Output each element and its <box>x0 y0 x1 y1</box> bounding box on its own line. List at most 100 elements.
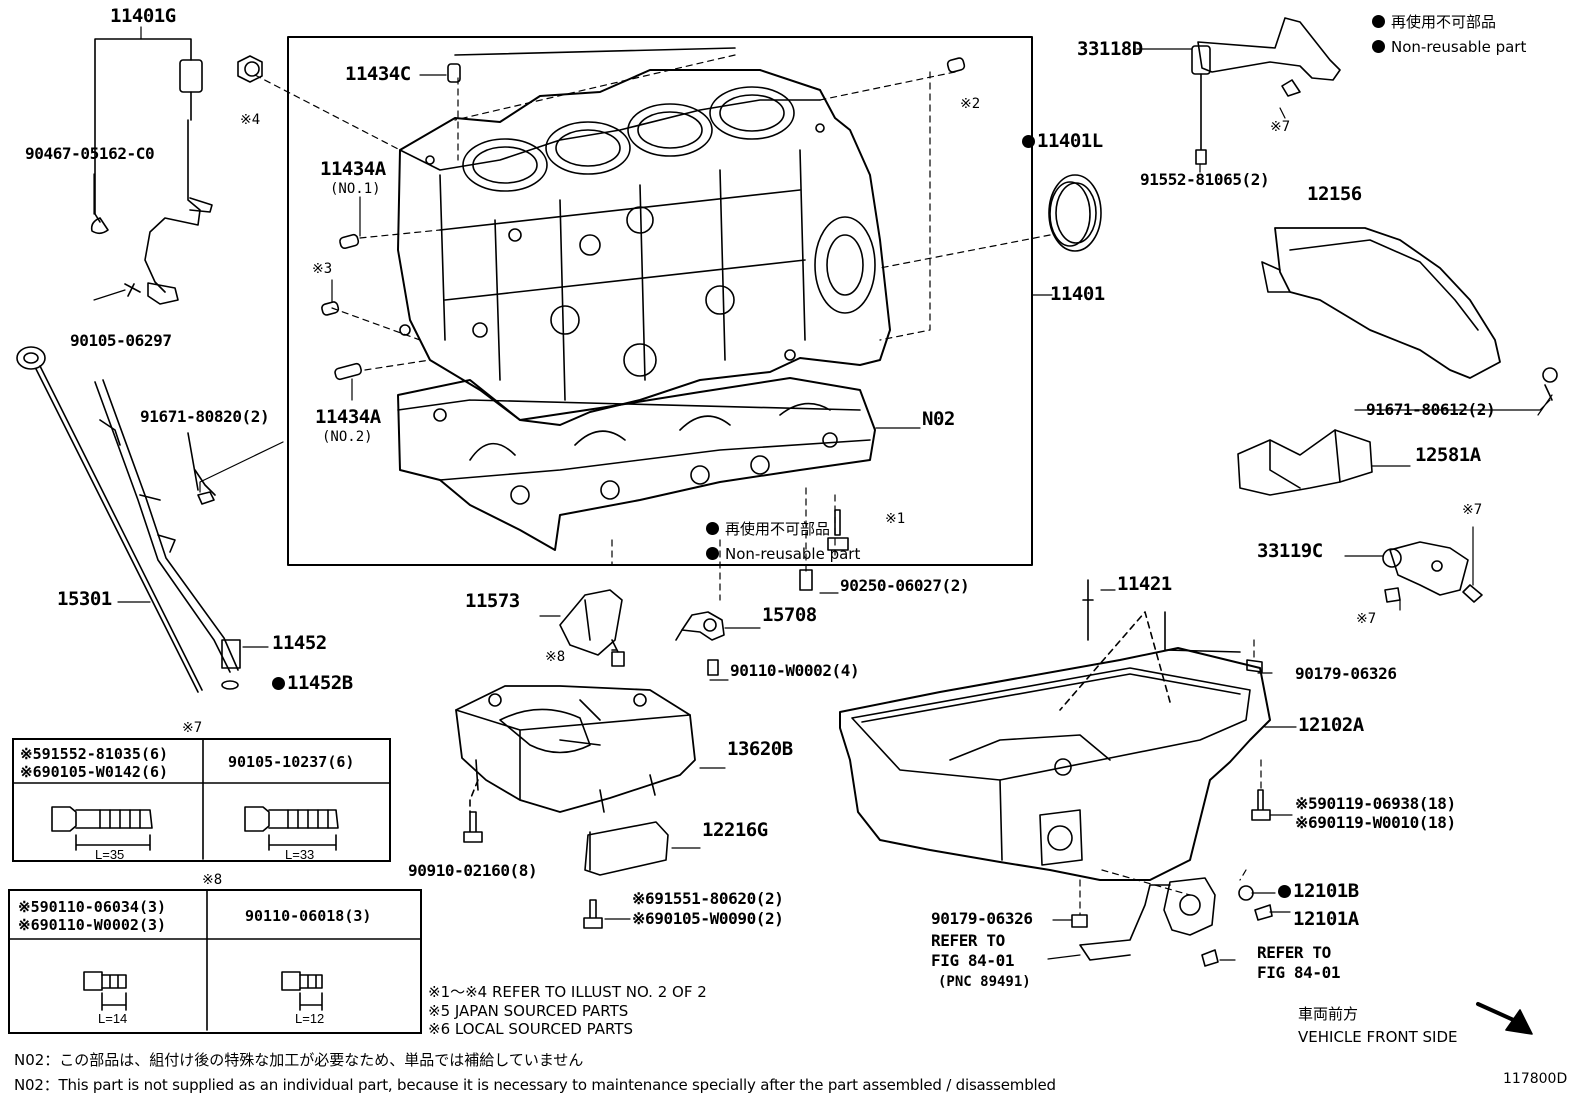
bolt-90179-b <box>1071 914 1088 928</box>
plug-4-drawing <box>237 55 263 83</box>
part-label-11573[interactable]: 11573 <box>465 590 520 612</box>
part-label-90119-06938[interactable]: ※590119-06938(18) <box>1295 794 1456 813</box>
drain-cover-drawing <box>1079 877 1216 961</box>
part-label-90110-W0002[interactable]: 90110-W0002(4) <box>730 661 860 680</box>
part-label-11434A-no1[interactable]: 11434A <box>320 158 386 180</box>
part-label-90467-05162-C0[interactable]: 90467-05162-C0 <box>25 144 155 163</box>
bolt-90179-a <box>1246 659 1263 673</box>
part-label-91551-80620[interactable]: ※691551-80620(2) <box>632 889 784 908</box>
filled-dot-icon <box>272 677 285 690</box>
baffle-drawing <box>559 589 625 667</box>
figure-id: 117800D <box>1503 1071 1568 1087</box>
part-label-91671-80612[interactable]: 91671-80612(2) <box>1366 400 1496 419</box>
table8-right-line1: 90110-06018(3) <box>245 907 372 925</box>
part-label-12102A[interactable]: 12102A <box>1298 714 1364 736</box>
part-label-15708[interactable]: 15708 <box>762 604 817 626</box>
part-label-11434A-no2-sub: (NO.2) <box>322 429 373 445</box>
part-label-90105-06297[interactable]: 90105-06297 <box>70 331 172 350</box>
table8-right-length: L=12 <box>295 1011 325 1026</box>
table7-left-line2: ※690105-W0142(6) <box>20 763 169 781</box>
table7 <box>12 738 391 862</box>
table7-left-line1: ※591552-81035(6) <box>20 745 169 763</box>
part-label-91552-81065[interactable]: 91552-81065(2) <box>1140 170 1270 189</box>
part-label-13620B[interactable]: 13620B <box>727 738 793 760</box>
part-label-90179-06326-b[interactable]: 90179-06326 <box>931 909 1033 928</box>
footnote-n02-jp: N02：この部品は、組付け後の特殊な加工が必要なため、単品では補給していません <box>14 1051 584 1069</box>
part-label-11401[interactable]: 11401 <box>1050 283 1105 305</box>
table8-left-length: L=14 <box>98 1011 128 1026</box>
filled-dot-icon <box>706 547 719 560</box>
dipstick-drawing <box>16 346 203 693</box>
table7-left-length: L=35 <box>95 847 125 862</box>
ref-mark-7a: ※7 <box>1270 119 1291 135</box>
oil-pan-drawing <box>839 611 1271 881</box>
dowel-pins <box>321 57 966 381</box>
ref-mark-7c: ※7 <box>1356 611 1377 627</box>
vehicle-front-en: VEHICLE FRONT SIDE <box>1298 1028 1458 1046</box>
part-label-90119-W0010[interactable]: ※690119-W0010(18) <box>1295 813 1456 832</box>
footnote-n02-en: N02：This part is not supplied as an indi… <box>14 1076 1056 1094</box>
part-label-11452[interactable]: 11452 <box>272 632 327 654</box>
part-label-12101A[interactable]: 12101A <box>1293 908 1359 930</box>
part-label-33118D[interactable]: 33118D <box>1077 38 1143 60</box>
table7-right-length: L=33 <box>285 847 315 862</box>
footnote-refer-illust: ※1～※4 REFER TO ILLUST NO. 2 OF 2 <box>428 983 707 1001</box>
balance-shaft-drawing <box>455 685 696 876</box>
part-label-12216G[interactable]: 12216G <box>702 819 768 841</box>
filled-dot-icon <box>1372 40 1385 53</box>
part-label-12156[interactable]: 12156 <box>1307 183 1362 205</box>
bolt-90119 <box>1251 789 1271 821</box>
insulator-drawing <box>1261 227 1558 401</box>
table7-right-line1: 90105-10237(6) <box>228 753 355 771</box>
footnote-japan-sourced: ※5 JAPAN SOURCED PARTS <box>428 1002 629 1020</box>
table7-mark: ※7 <box>182 720 203 736</box>
footnote-local-sourced: ※6 LOCAL SOURCED PARTS <box>428 1020 633 1038</box>
part-label-90250-06027[interactable]: 90250-06027(2) <box>840 576 970 595</box>
stiffener-drawing <box>1237 429 1373 496</box>
fig-84-01-a[interactable]: FIG 84-01 <box>931 951 1015 970</box>
fig-84-01-b[interactable]: FIG 84-01 <box>1257 963 1341 982</box>
table8-left-line2: ※690110-W0002(3) <box>18 916 167 934</box>
knock-sensor-drawing <box>90 38 213 305</box>
table8 <box>8 889 422 1034</box>
part-label-11434A-no2[interactable]: 11434A <box>315 406 381 428</box>
vehicle-front-arrow-icon <box>1476 1002 1533 1035</box>
part-label-90105-W0090[interactable]: ※690105-W0090(2) <box>632 909 784 928</box>
filled-dot-icon <box>1022 135 1035 148</box>
part-label-11452B[interactable]: 11452B <box>272 674 353 693</box>
ref-mark-4: ※4 <box>240 112 261 128</box>
refer-to-a: REFER TO <box>931 931 1005 950</box>
part-label-11434A-no1-sub: (NO.1) <box>330 181 381 197</box>
vehicle-front-jp: 車両前方 <box>1298 1005 1359 1023</box>
cylinder-block-drawing <box>397 69 891 426</box>
oil-seal-drawing <box>1048 174 1102 252</box>
part-label-N02[interactable]: N02 <box>922 408 955 430</box>
refer-to-b: REFER TO <box>1257 943 1331 962</box>
bracket-33119C-drawing <box>1382 541 1483 603</box>
legend-non-reusable-jp: 再使用不可部品 <box>1372 15 1496 30</box>
part-label-15301[interactable]: 15301 <box>57 588 112 610</box>
part-label-90179-06326-a[interactable]: 90179-06326 <box>1295 664 1397 683</box>
ref-mark-8: ※8 <box>545 649 566 665</box>
part-label-11401L[interactable]: 11401L <box>1022 132 1103 151</box>
part-label-91671-80820[interactable]: 91671-80820(2) <box>140 407 270 426</box>
part-label-12581A[interactable]: 12581A <box>1415 444 1481 466</box>
part-label-11401G[interactable]: 11401G <box>110 5 176 27</box>
ref-mark-2: ※2 <box>960 96 981 112</box>
table8-mark: ※8 <box>202 872 223 888</box>
ref-mark-1: ※1 <box>885 511 906 527</box>
part-label-11421[interactable]: 11421 <box>1117 573 1172 595</box>
part-label-90910-02160[interactable]: 90910-02160(8) <box>408 861 538 880</box>
filled-dot-icon <box>1372 15 1385 28</box>
legend-non-reusable-en: Non-reusable part <box>1372 40 1526 55</box>
part-label-33119C[interactable]: 33119C <box>1257 540 1323 562</box>
filled-dot-icon <box>1278 885 1291 898</box>
ref-mark-7b: ※7 <box>1462 502 1483 518</box>
part-label-11434C[interactable]: 11434C <box>345 63 411 85</box>
part-label-12101B[interactable]: 12101B <box>1278 882 1359 901</box>
engine-mount-bracket-drawing <box>1191 17 1341 165</box>
bolts-pump <box>463 649 617 929</box>
bolt-n02-1 <box>827 509 849 551</box>
oil-jet-drawing <box>675 611 725 676</box>
